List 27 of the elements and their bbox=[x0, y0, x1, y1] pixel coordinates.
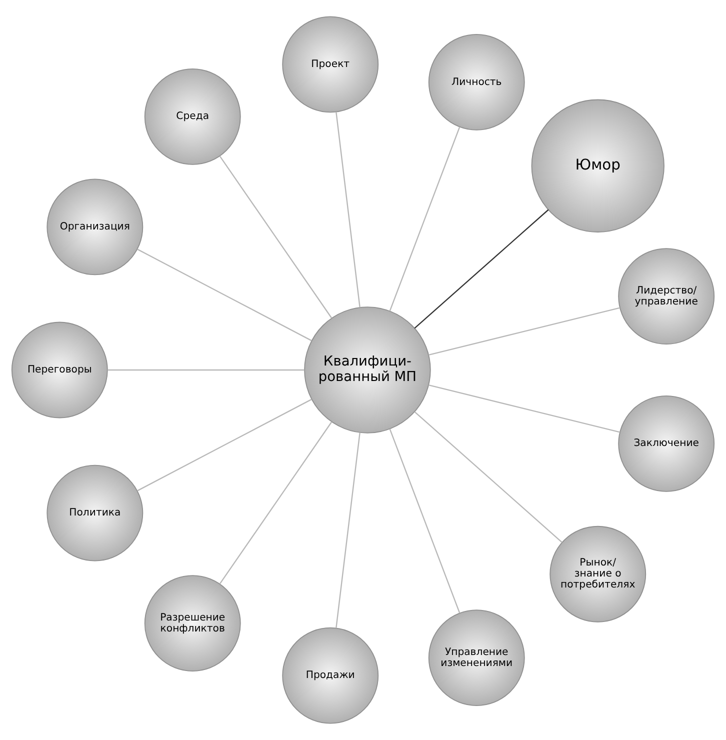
node-circle: Юмор bbox=[531, 99, 664, 232]
node-circle: Переговоры bbox=[11, 322, 108, 418]
node-circle: Квалифици- рованный МП bbox=[304, 306, 431, 434]
connector bbox=[219, 156, 332, 318]
node-circle: Политика bbox=[46, 464, 144, 562]
connector bbox=[389, 428, 460, 614]
connector bbox=[414, 209, 549, 329]
connector bbox=[414, 411, 562, 543]
connector bbox=[428, 307, 620, 356]
node-circle: Рынок/ знание о потребителях bbox=[550, 526, 646, 622]
connector bbox=[219, 422, 332, 584]
connector bbox=[137, 248, 312, 342]
node-circle: Личность bbox=[428, 34, 525, 130]
node-circle: Управление изменениями bbox=[428, 610, 525, 706]
node-circle: Лидерство/ управление bbox=[618, 248, 715, 345]
node-circle: Продажи bbox=[282, 627, 379, 724]
connector bbox=[336, 112, 360, 308]
connector bbox=[108, 369, 304, 371]
connector bbox=[428, 384, 620, 433]
node-circle: Заключение bbox=[618, 395, 715, 492]
node-circle: Организация bbox=[46, 178, 144, 276]
node-circle: Среда bbox=[144, 68, 241, 165]
connector bbox=[137, 398, 312, 492]
node-circle: Разрешение конфликтов bbox=[144, 575, 241, 672]
connector bbox=[389, 126, 460, 312]
node-circle: Проект bbox=[282, 16, 379, 113]
connector bbox=[336, 432, 360, 628]
